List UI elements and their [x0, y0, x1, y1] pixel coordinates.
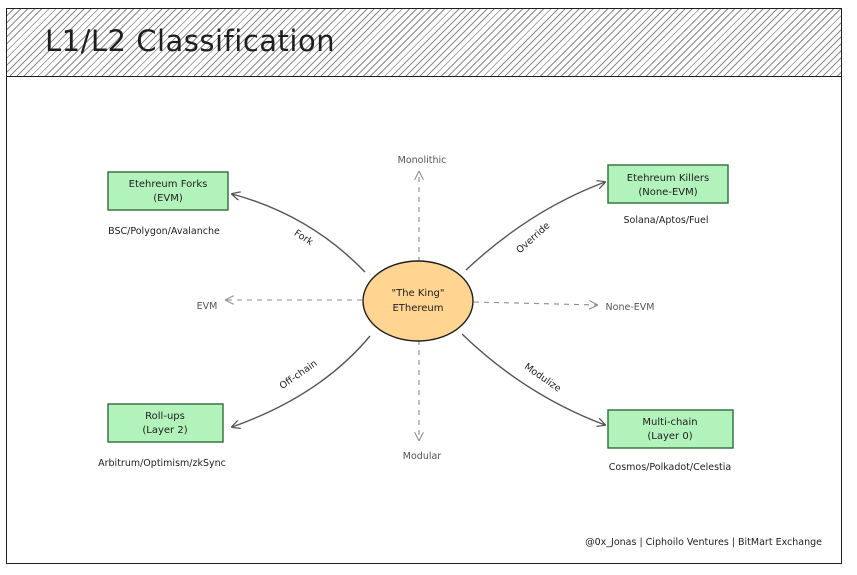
node-multi-chain: Multi-chain (Layer 0) [607, 409, 734, 449]
edge-label-fork: Fork [292, 228, 315, 249]
node-ethereum-killers-line1: Etehreum Killers [627, 173, 709, 184]
node-roll-ups-line2: (Layer 2) [142, 425, 187, 436]
node-ethereum-killers: Etehreum Killers (None-EVM) [607, 164, 729, 204]
examples-multi-chain: Cosmos/Polkadot/Celestia [609, 462, 731, 473]
examples-roll-ups: Arbitrum/Optimism/zkSync [98, 458, 226, 469]
axis-right-arrow [473, 302, 597, 305]
center-node: "The King" EThereum [362, 260, 474, 342]
node-roll-ups: Roll-ups (Layer 2) [107, 403, 224, 443]
node-multi-chain-line2: (Layer 0) [647, 431, 692, 442]
edge-label-modulize: Modulize [522, 361, 563, 394]
off-chain-arrow [232, 335, 371, 427]
node-ethereum-forks-line2: (EVM) [153, 193, 183, 204]
diagram-frame: L1/L2 Classification [6, 8, 842, 564]
override-arrow [465, 182, 605, 271]
node-ethereum-forks-line1: Etehreum Forks [129, 179, 208, 190]
node-roll-ups-line1: Roll-ups [145, 411, 185, 422]
modulize-arrow [461, 333, 605, 425]
fork-arrow [232, 194, 366, 273]
axis-label-none-evm: None-EVM [606, 302, 655, 313]
page-title: L1/L2 Classification [45, 24, 336, 58]
center-node-line2: EThereum [392, 303, 443, 314]
axis-label-evm: EVM [197, 301, 218, 312]
examples-ethereum-forks: BSC/Polygon/Avalanche [108, 226, 220, 237]
center-node-line1: "The King" [392, 288, 445, 299]
credit-line: @0x_Jonas | Ciphoilo Ventures | BitMart … [585, 537, 822, 548]
node-ethereum-forks: Etehreum Forks (EVM) [107, 171, 229, 211]
examples-ethereum-killers: Solana/Aptos/Fuel [623, 215, 708, 226]
axis-label-modular: Modular [403, 451, 442, 462]
node-multi-chain-line1: Multi-chain [642, 417, 697, 428]
axis-label-monolithic: Monolithic [398, 155, 447, 166]
node-ethereum-killers-line2: (None-EVM) [638, 187, 697, 198]
title-banner: L1/L2 Classification [7, 9, 841, 77]
